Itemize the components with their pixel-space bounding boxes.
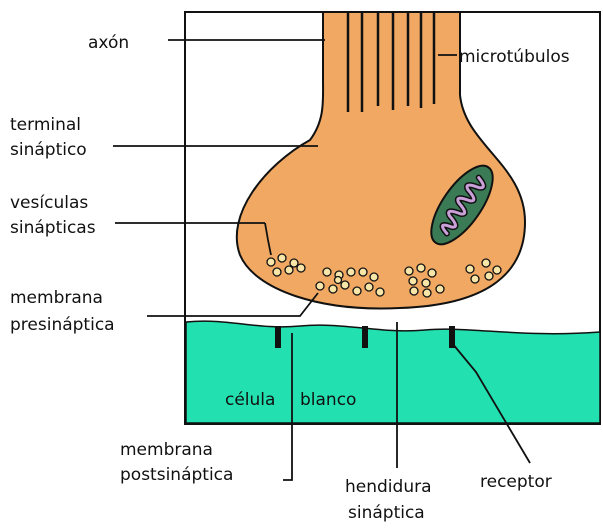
label-cleft-line1: hendidura [345, 477, 432, 497]
label-vesicles-line1: vesículas [10, 193, 88, 213]
label-microtubules: microtúbulos [459, 47, 570, 67]
label-axon: axón [88, 33, 129, 53]
label-cleft-line2: sináptica [348, 503, 425, 523]
label-presynaptic-line2: presináptica [10, 315, 115, 335]
label-terminal-line1: terminal [10, 115, 81, 135]
label-target-cell-line2: blanco [300, 390, 356, 410]
label-receptor: receptor [480, 472, 552, 492]
label-presynaptic-line1: membrana [10, 288, 103, 308]
label-vesicles-line2: sinápticas [10, 218, 96, 238]
label-postsynaptic-line1: membrana [120, 440, 213, 460]
label-postsynaptic-line2: postsináptica [120, 465, 233, 485]
label-terminal-line2: sináptico [10, 140, 87, 160]
label-target-cell-line1: célula [225, 390, 275, 410]
